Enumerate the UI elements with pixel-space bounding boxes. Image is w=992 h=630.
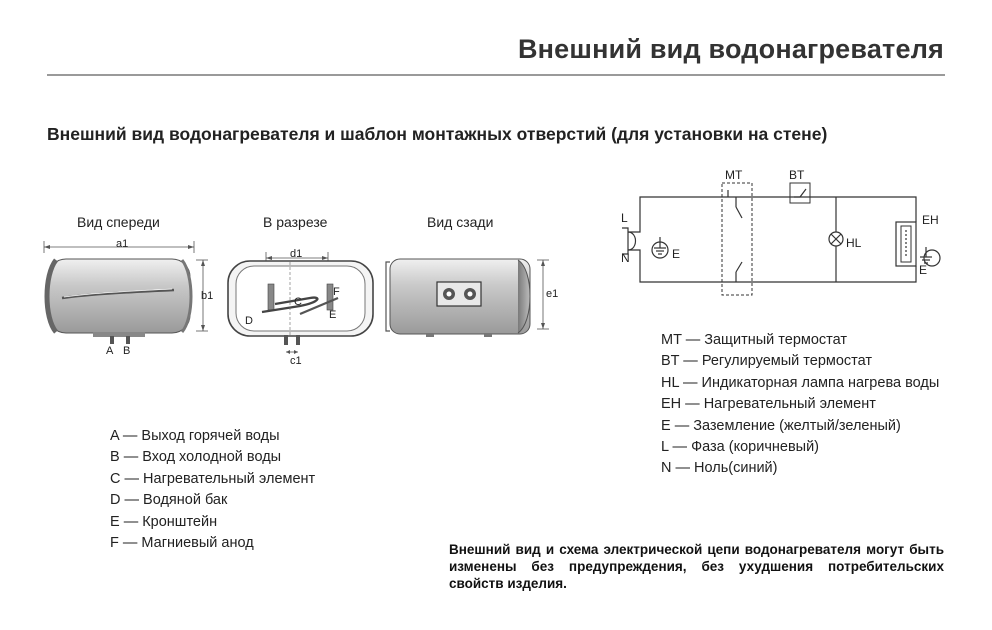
parts-legend: A — Выход горячей воды B — Вход холодной… (110, 426, 315, 554)
circuit-legend: MT — Защитный термостат BT — Регулируемы… (661, 330, 939, 480)
back-view-label: Вид сзади (427, 214, 494, 230)
disclaimer-note: Внешний вид и схема электрической цепи в… (449, 542, 944, 591)
label-e-eh: E (919, 263, 927, 277)
circuit-legend-item: E — Заземление (желтый/зеленый) (661, 417, 901, 434)
section-e-label: E (329, 309, 336, 321)
label-n: N (621, 251, 630, 265)
label-e-plug: E (672, 247, 680, 261)
legend-item: D — Водяной бак (110, 492, 228, 509)
dim-d1-label: d1 (290, 248, 302, 260)
back-view-drawing: e1 (385, 258, 558, 337)
circuit-legend-item: MT — Защитный термостат (661, 332, 848, 348)
section-heading: Внешний вид водонагревателя и шаблон мон… (47, 124, 828, 144)
dim-c1-label: c1 (290, 355, 302, 367)
circuit-legend-item: L — Фаза (коричневый) (661, 439, 819, 456)
front-view-label: Вид спереди (77, 214, 160, 230)
section-f-label: F (333, 286, 340, 298)
dim-e1-label: e1 (546, 288, 558, 300)
label-mt: MT (725, 168, 743, 182)
legend-item: C — Нагревательный элемент (110, 470, 316, 487)
section-view-drawing: d1 c1 C D E F (227, 248, 374, 367)
dim-a1-label: a1 (116, 238, 128, 250)
section-d-label: D (245, 315, 253, 327)
label-hl: HL (846, 236, 862, 250)
front-view-drawing: a1 b1 A B (43, 238, 213, 357)
circuit-legend-item: N — Ноль(синий) (661, 460, 778, 477)
legend-item: A — Выход горячей воды (110, 428, 280, 444)
page-title: Внешний вид водонагревателя (517, 34, 944, 64)
label-bt: BT (789, 168, 805, 182)
circuit-legend-item: HL — Индикаторная лампа нагрева воды (661, 374, 940, 391)
dim-b1-label: b1 (201, 290, 213, 302)
label-eh: EH (922, 213, 939, 227)
legend-item: F — Магниевый анод (110, 535, 254, 552)
wiring-labels: MT BT HL EH L N E E (621, 168, 939, 277)
legend-item: B — Вход холодной воды (110, 449, 282, 466)
section-c-label: C (294, 296, 302, 308)
front-a-label: A (106, 345, 114, 357)
title-divider (47, 74, 945, 76)
legend-item: E — Кронштейн (110, 513, 218, 530)
section-view-label: В разрезе (263, 214, 328, 230)
front-b-label: B (123, 345, 130, 357)
label-l: L (621, 211, 628, 225)
circuit-legend-item: BT — Регулируемый термостат (661, 353, 873, 370)
wiring-diagram (622, 182, 941, 296)
circuit-legend-item: EH — Нагревательный элемент (661, 396, 876, 413)
